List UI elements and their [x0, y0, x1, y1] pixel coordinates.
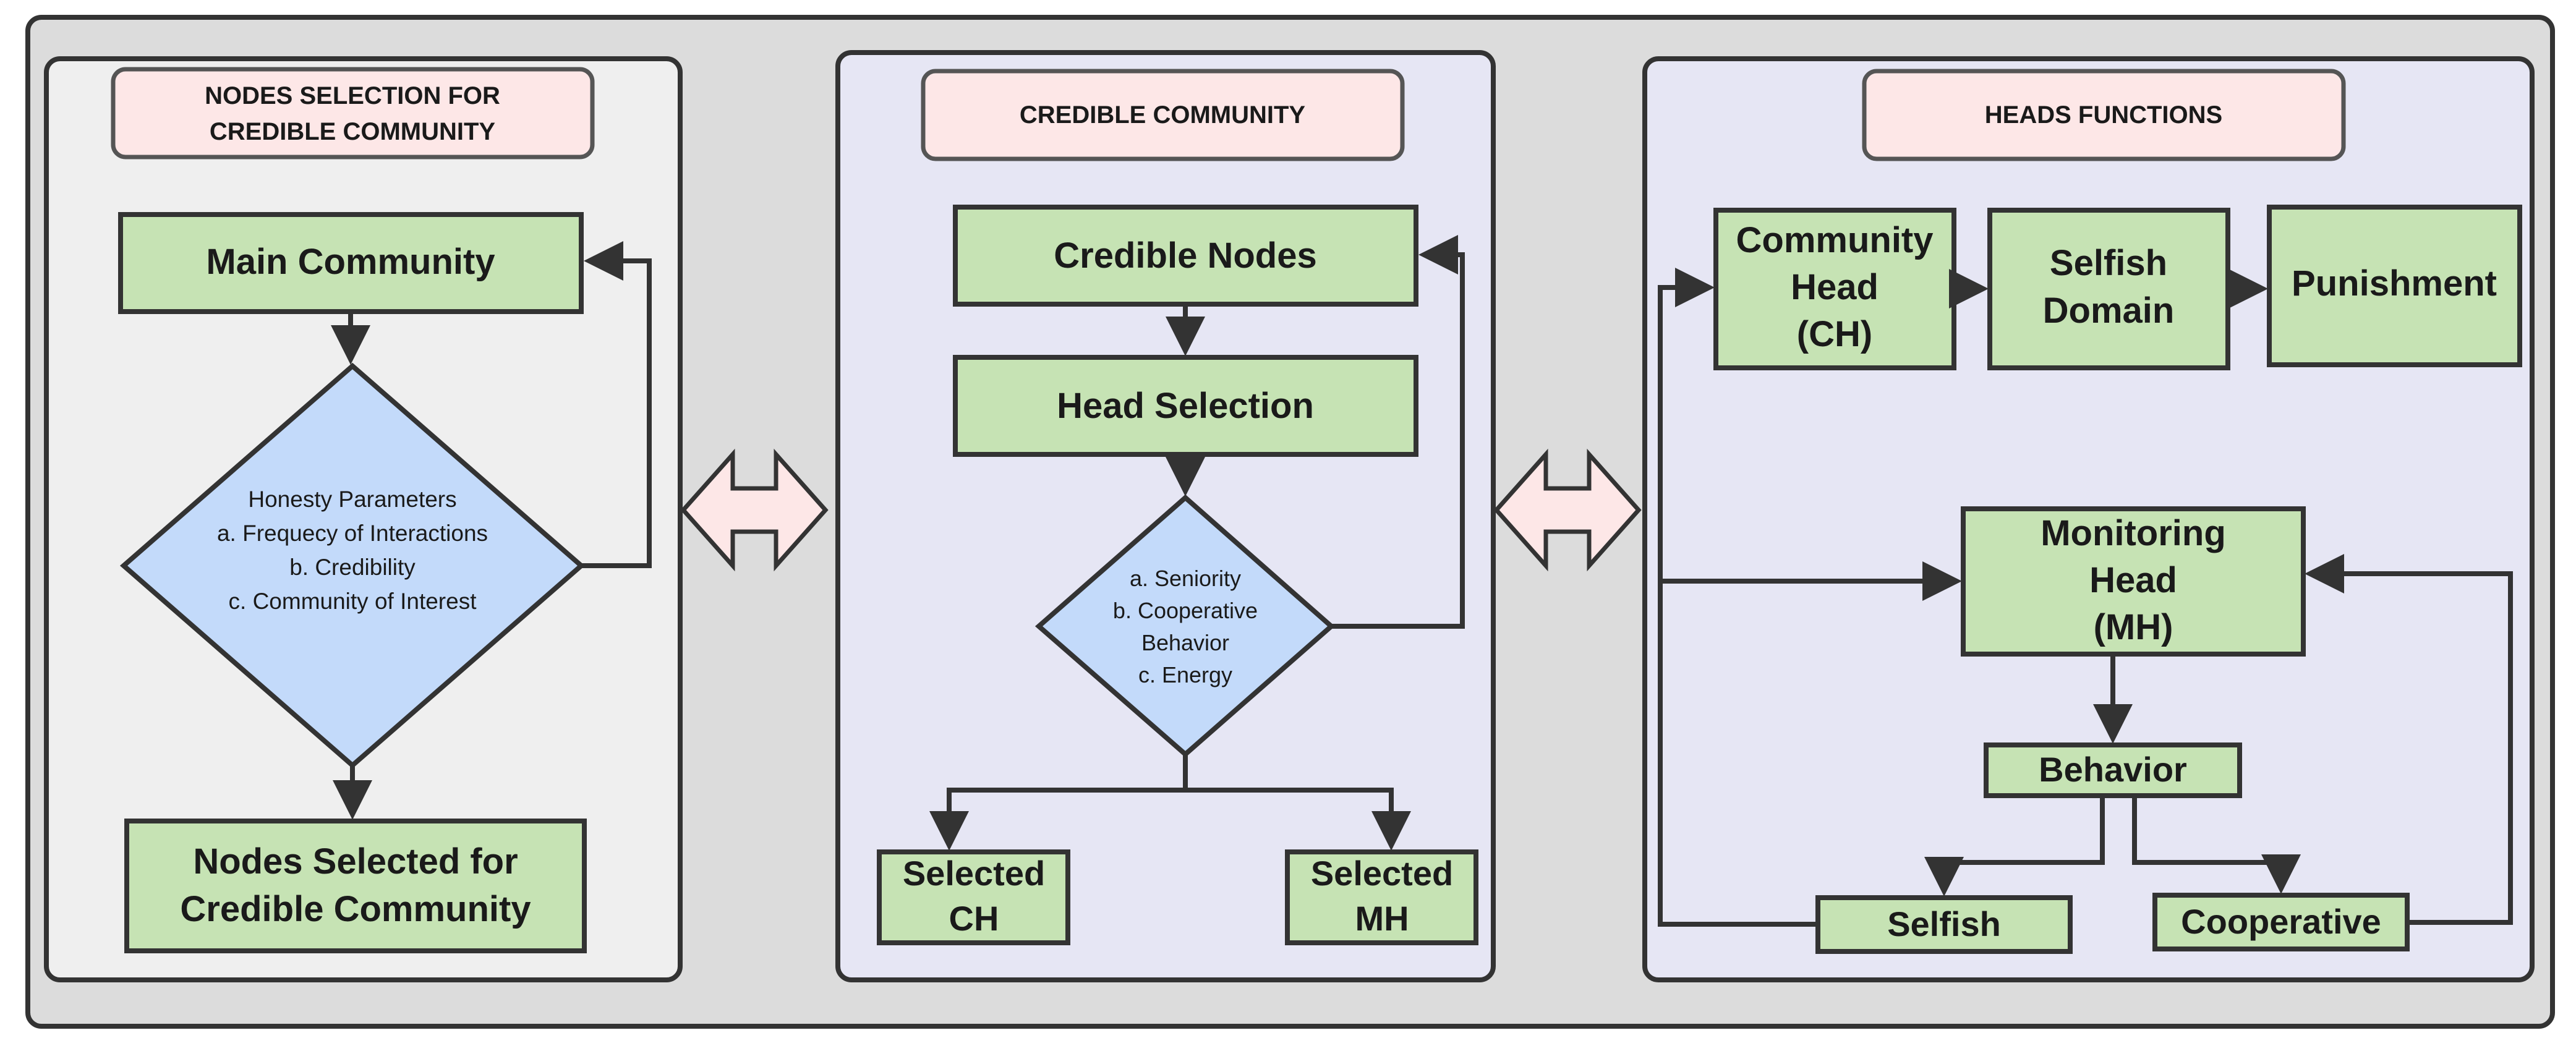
- selected-ch-line1: Selected: [903, 854, 1045, 893]
- connector-behavior-to-cooperative: [2132, 796, 2301, 894]
- panel-title-tag: NODES SELECTION FOR CREDIBLE COMMUNITY: [111, 67, 595, 160]
- selfish-domain-box: Selfish Domain: [1987, 208, 2230, 370]
- monitoring-head-box: Monitoring Head (MH): [1961, 506, 2306, 657]
- decision-line4: c. Energy: [1138, 662, 1232, 687]
- cooperative-box: Cooperative: [2152, 893, 2410, 951]
- selected-mh-line1: Selected: [1311, 854, 1453, 893]
- nodes-selected-line2: Credible Community: [180, 889, 531, 929]
- exchange-arrow-left: [680, 448, 829, 572]
- monitoring-head-line2: Head: [2089, 560, 2177, 600]
- decision-line1: a. Seniority: [1130, 566, 1241, 591]
- nodes-selected-box: Nodes Selected for Credible Community: [124, 819, 587, 953]
- panel-title-line1: NODES SELECTION FOR: [205, 82, 500, 109]
- selected-ch-box: Selected CH: [877, 849, 1070, 945]
- exchange-arrow-right: [1493, 448, 1642, 572]
- panel-title: HEADS FUNCTIONS: [1985, 101, 2222, 129]
- arrow-selfish-feedback: [1658, 268, 1818, 927]
- panel-title: CREDIBLE COMMUNITY: [1020, 101, 1306, 129]
- nodes-selected-line1: Nodes Selected for: [193, 841, 518, 882]
- community-head-line1: Community: [1736, 220, 1934, 260]
- arrow-cooperative-feedback: [2305, 554, 2513, 925]
- main-community-label: Main Community: [206, 242, 495, 282]
- head-criteria-decision: a. Seniority b. Cooperative Behavior c. …: [1034, 494, 1336, 758]
- selected-mh-line2: MH: [1355, 899, 1409, 938]
- community-head-line2: Head: [1791, 267, 1879, 307]
- selected-ch-line2: CH: [949, 899, 999, 938]
- selfish-domain-line1: Selfish: [2050, 243, 2167, 283]
- decision-line2: b. Cooperative: [1113, 598, 1258, 623]
- decision-line4: c. Community of Interest: [229, 589, 477, 614]
- head-selection-label: Head Selection: [1057, 386, 1314, 426]
- selfish-box: Selfish: [1815, 895, 2073, 954]
- arrow-decision-feedback: [1331, 235, 1465, 629]
- punishment-label: Punishment: [2292, 263, 2497, 304]
- panel-title-tag: CREDIBLE COMMUNITY: [921, 69, 1405, 161]
- panel-credible-community: CREDIBLE COMMUNITY Credible Nodes Head S…: [835, 50, 1496, 982]
- selfish-label: Selfish: [1887, 904, 2001, 943]
- panel-title-tag: HEADS FUNCTIONS: [1862, 69, 2346, 161]
- punishment-box: Punishment: [2267, 205, 2522, 367]
- credible-nodes-label: Credible Nodes: [1054, 236, 1316, 276]
- panel-nodes-selection: NODES SELECTION FOR CREDIBLE COMMUNITY M…: [44, 56, 683, 982]
- connector-behavior-to-selfish: [1924, 796, 2105, 896]
- decision-line2: a. Frequecy of Interactions: [217, 521, 488, 546]
- arrow-decision-feedback: [581, 241, 652, 568]
- credible-nodes-box: Credible Nodes: [953, 205, 1418, 307]
- behavior-label: Behavior: [2039, 750, 2187, 789]
- monitoring-head-line1: Monitoring: [2041, 513, 2226, 553]
- community-head-box: Community Head (CH): [1713, 208, 1956, 370]
- community-head-line3: (CH): [1797, 314, 1872, 354]
- decision-line3: Behavior: [1141, 630, 1229, 655]
- monitoring-head-line3: (MH): [2094, 607, 2173, 647]
- panel-title-line2: CREDIBLE COMMUNITY: [210, 118, 496, 145]
- behavior-box: Behavior: [1984, 742, 2242, 798]
- honesty-parameters-decision: Honesty Parameters a. Frequecy of Intera…: [119, 362, 586, 769]
- selfish-domain-line2: Domain: [2043, 291, 2175, 331]
- decision-line3: b. Credibility: [289, 555, 416, 580]
- selected-mh-box: Selected MH: [1285, 849, 1478, 945]
- decision-line1: Honesty Parameters: [248, 487, 456, 512]
- head-selection-box: Head Selection: [953, 355, 1418, 457]
- cooperative-label: Cooperative: [2181, 902, 2381, 941]
- main-community-box: Main Community: [118, 212, 584, 314]
- panel-heads-functions: HEADS FUNCTIONS Community Head (CH) Self…: [1642, 56, 2535, 982]
